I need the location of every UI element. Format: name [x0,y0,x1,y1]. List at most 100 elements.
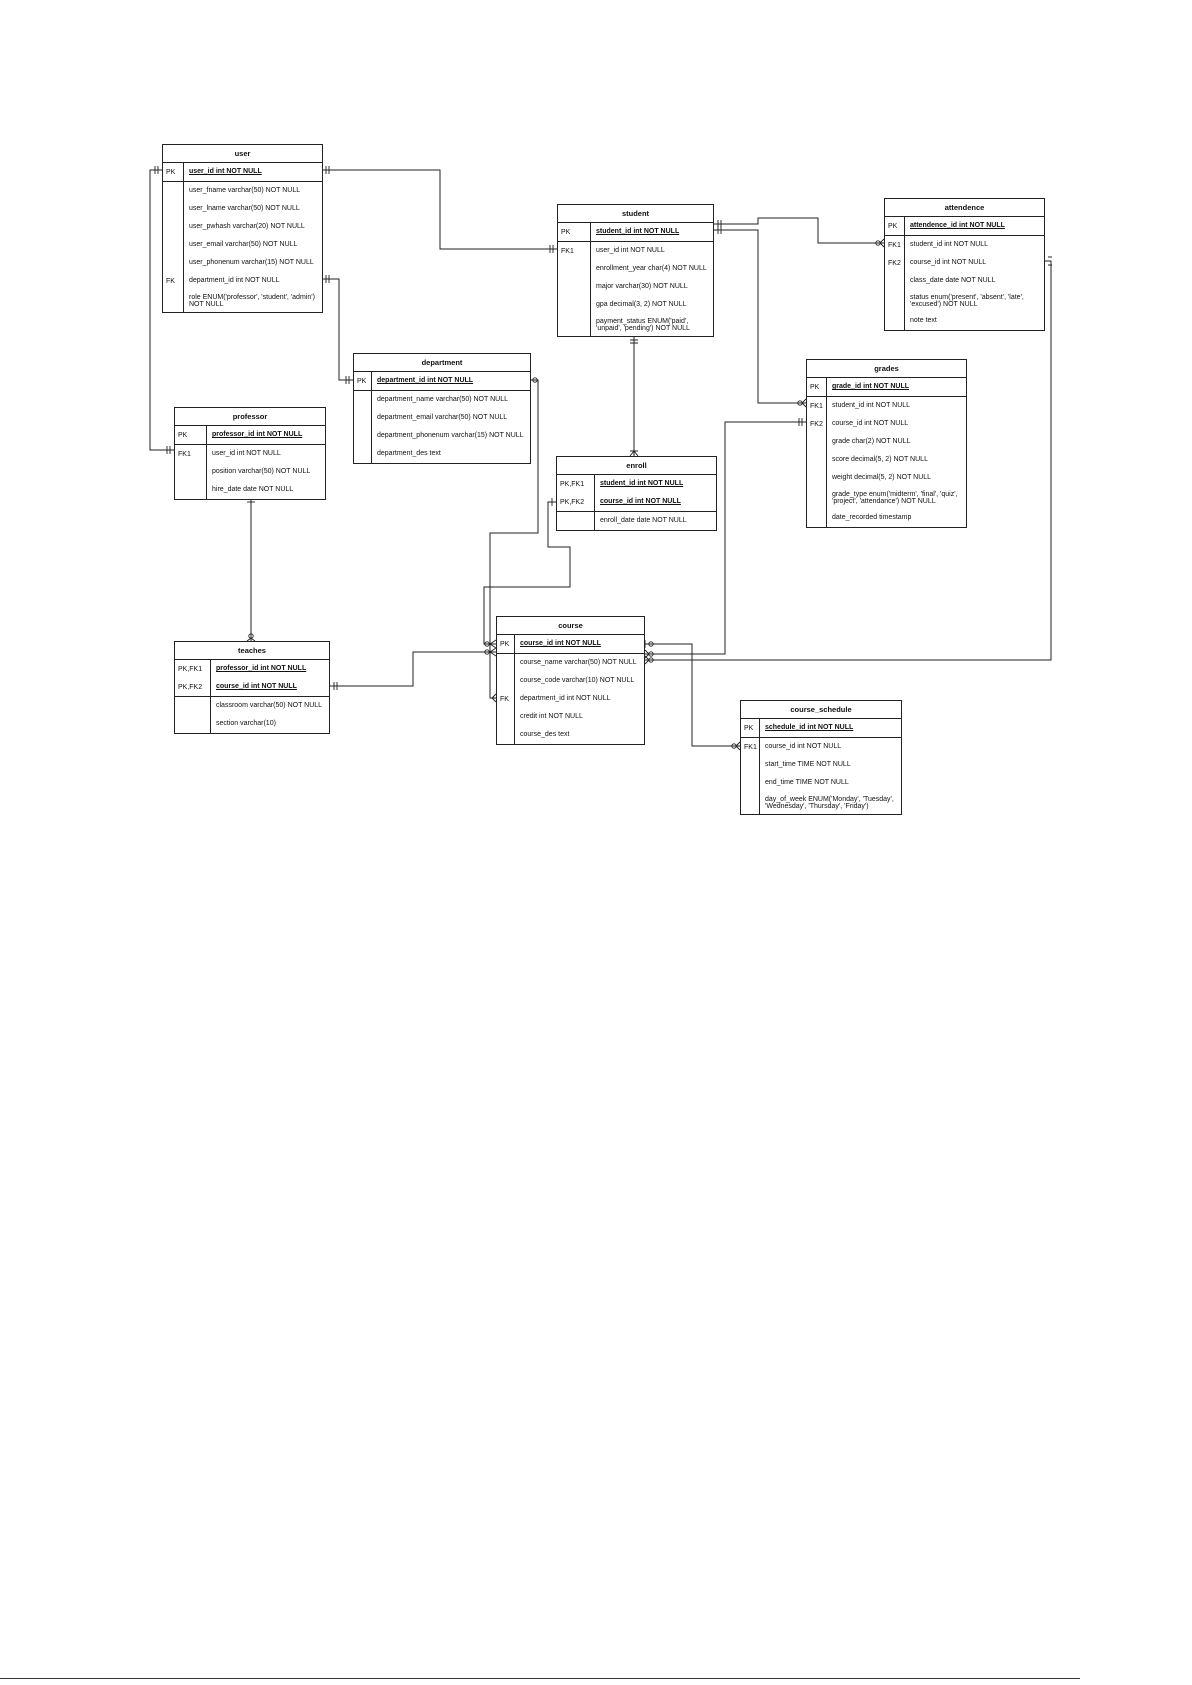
course-field-label: department_id int NOT NULL [520,695,611,703]
student-attr-row: major varchar(30) NOT NULL [558,278,713,296]
teaches-field-label: professor_id int NOT NULL [216,665,307,673]
course-field-label: course_name varchar(50) NOT NULL [520,659,637,667]
course_schedule-attr-row: FK1 course_id int NOT NULL [741,738,901,756]
grades-key-label [807,451,827,469]
attendence-key-label: FK2 [888,259,901,267]
user-key-label: FK [166,277,175,285]
enroll-attr-row: enroll_date date NOT NULL [557,512,716,530]
user-pk-row: PK user_id int NOT NULL [163,163,322,181]
course-key-label [497,672,515,690]
relation-course-schedule [645,643,740,747]
department-field-label: department_id int NOT NULL [377,377,474,385]
cardinality-mark-teaches-course-one [333,682,338,690]
user-field-label: user_lname varchar(50) NOT NULL [189,205,300,213]
student-field-label: user_id int NOT NULL [596,247,665,255]
user-field-label: user_email varchar(50) NOT NULL [189,241,298,249]
course_schedule-attr-row: day_of_week ENUM('Monday', 'Tuesday', 'W… [741,792,901,814]
grades-key-label [807,469,827,487]
department-attr-row: department_name varchar(50) NOT NULL [354,391,530,409]
grades-key-label [807,433,827,451]
relation-teaches-course [330,651,496,687]
cardinality-mark-user-student-one [325,166,330,174]
attendence-field-label: student_id int NOT NULL [910,241,989,249]
grades-attr-row: grade char(2) NOT NULL [807,433,966,451]
enroll-key-label [557,512,595,530]
student-attr-row: payment_status ENUM('paid', 'unpaid', 'p… [558,314,713,336]
entity-title: attendence [885,199,1044,217]
student-field-label: payment_status ENUM('paid', 'unpaid', 'p… [596,317,690,333]
attendence-field-label: note text [910,317,937,325]
entity-title: professor [175,408,325,426]
grades-key-label [807,487,827,509]
entity-title: teaches [175,642,329,660]
page-bottom-rule [0,1678,1080,1679]
department-attr-row: department_des text [354,445,530,463]
user-key-label [163,182,184,200]
grades-key-label: FK2 [810,420,823,428]
professor-key-label: FK1 [178,450,191,458]
attendence-field-label: class_date date NOT NULL [910,277,996,285]
cardinality-mark-grades-many [801,398,807,408]
course-attr-row: course_code varchar(10) NOT NULL [497,672,644,690]
user-field-label: user_id int NOT NULL [189,168,262,176]
course_schedule-key-label: FK1 [744,743,757,751]
cardinality-mark-course-teaches-zero [484,649,490,655]
cardinality-mark-student-enroll-one [630,339,638,344]
grades-attr-row: score decimal(5, 2) NOT NULL [807,451,966,469]
student-field-label: major varchar(30) NOT NULL [596,283,688,291]
relation-user-student [322,169,557,250]
course_schedule-attr-row: end_time TIME NOT NULL [741,774,901,792]
attendence-field-label: status enum('present', 'absent', 'late',… [910,293,1024,309]
user-key-label: PK [163,163,184,181]
student-key-label: PK [558,223,591,241]
course-field-label: course_id int NOT NULL [520,640,601,648]
relation-user-department [322,278,353,381]
teaches-field-label: section varchar(10) [216,720,276,728]
course_schedule-field-label: end_time TIME NOT NULL [765,779,849,787]
relation-user-professor [149,169,174,451]
attendence-key-label: PK [885,217,905,235]
student-key-label: FK1 [561,247,574,255]
professor-key-label [175,481,207,499]
teaches-field-label: course_id int NOT NULL [216,683,297,691]
course_schedule-key-label: PK [741,719,760,737]
user-field-label: role ENUM('professor', 'student', 'admin… [189,293,315,309]
grades-attr-row: grade_type enum('midterm', 'final', 'qui… [807,487,966,509]
course_schedule-field-label: course_id int NOT NULL [765,743,842,751]
professor-key-label: PK [175,426,207,444]
cardinality-mark-attendence-many [879,238,885,248]
entity-title: student [558,205,713,223]
cardinality-mark-student-grades-one [717,226,722,234]
user-field-label: user_pwhash varchar(20) NOT NULL [189,223,305,231]
attendence-key-label [885,312,905,330]
enroll-key-label: PK,FK1 [557,475,595,493]
primary-key-section: PK schedule_id int NOT NULL [741,719,901,738]
user-key-label [163,254,184,272]
entity-title: grades [807,360,966,378]
relation-course-attendence [645,260,1052,661]
user-key-label [163,200,184,218]
department-key-label [354,445,372,463]
relation-student-attendence [714,217,884,244]
department-field-label: department_phonenum varchar(15) NOT NULL [377,432,524,440]
course_schedule-key-label [741,774,760,792]
user-field-label: user_fname varchar(50) NOT NULL [189,187,301,195]
course_schedule-field-label: schedule_id int NOT NULL [765,724,854,732]
entity-title: course [497,617,644,635]
